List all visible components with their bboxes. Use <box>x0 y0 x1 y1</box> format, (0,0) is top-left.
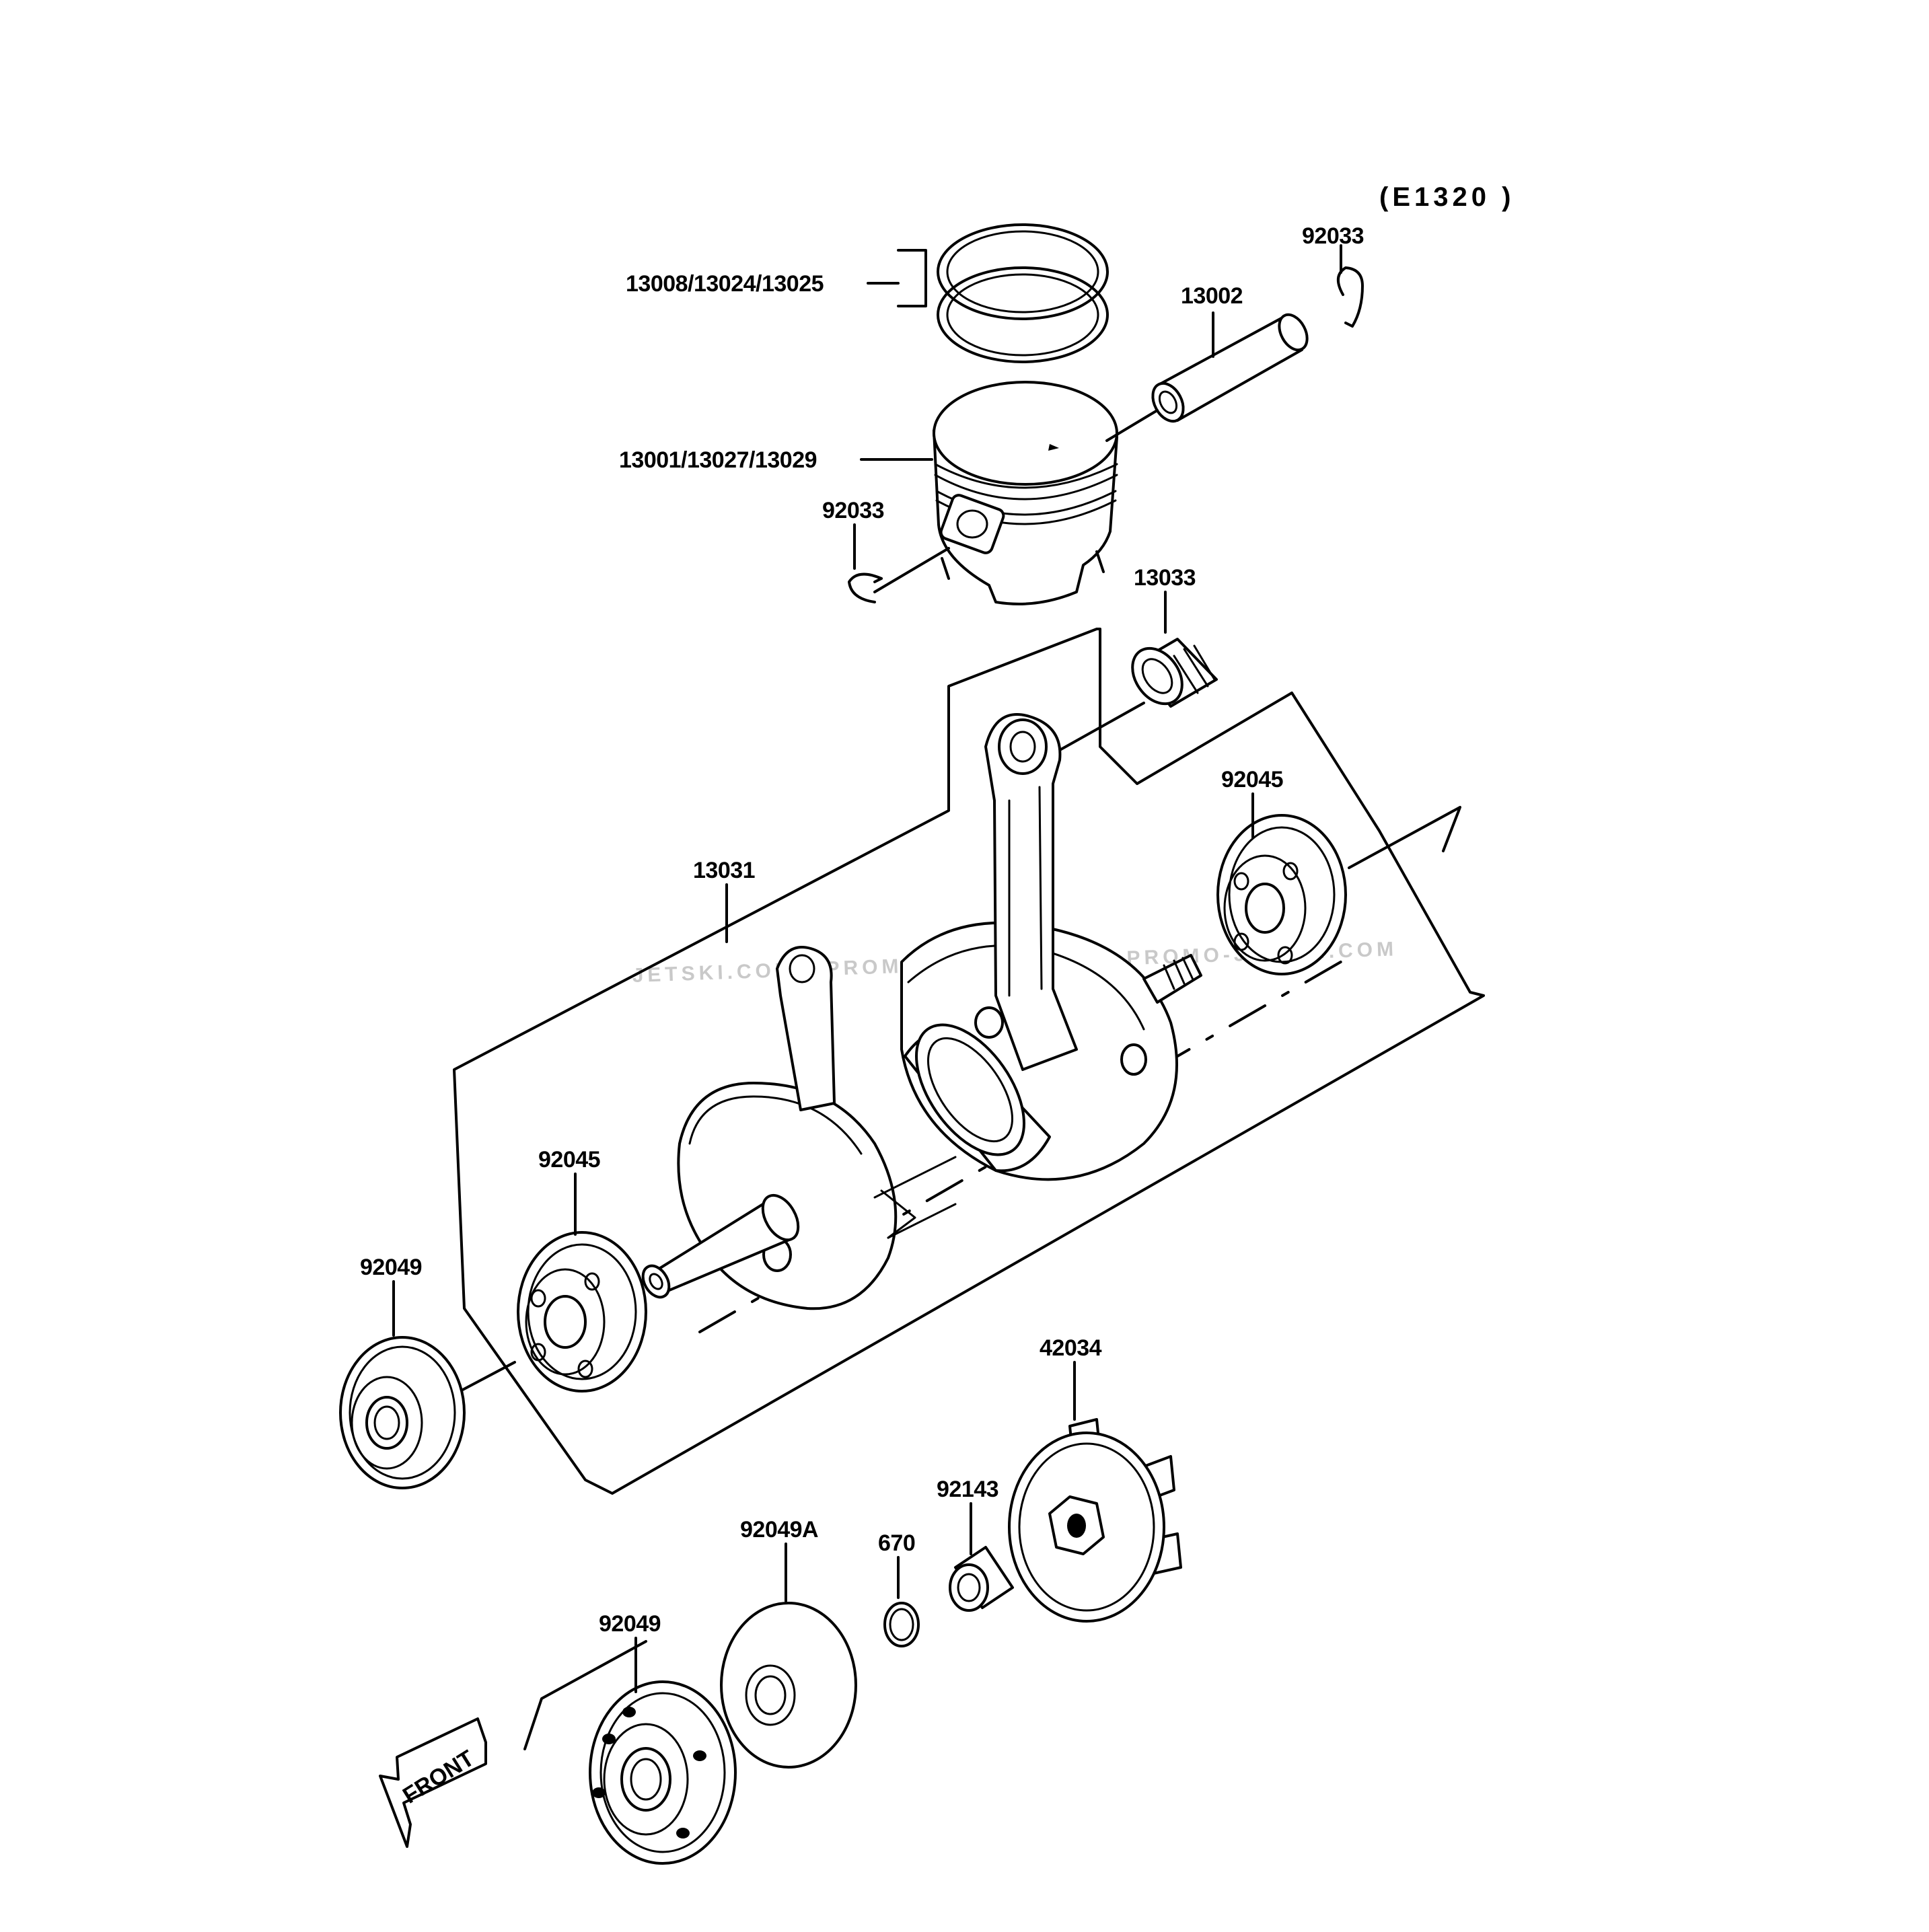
piston[interactable] <box>933 381 1118 605</box>
label-piston: 13001/13027/13029 <box>619 447 817 473</box>
crankshaft-group-bracket <box>453 628 1485 1495</box>
piston-rings[interactable] <box>937 223 1109 363</box>
o-ring[interactable] <box>883 1602 920 1647</box>
piston-pin[interactable] <box>1147 310 1313 426</box>
oil-seal-a[interactable] <box>720 1602 857 1769</box>
label-oil-seal-lower: 92049 <box>599 1611 661 1637</box>
leader-needle-bearing <box>1058 591 1167 751</box>
leader-circlip-left <box>853 523 950 593</box>
connecting-rod-left[interactable] <box>776 946 836 1111</box>
needle-bearing[interactable] <box>1122 638 1218 713</box>
label-circlip-left: 92033 <box>822 498 884 523</box>
ball-bearing-left[interactable] <box>517 1231 647 1392</box>
axis-mark-right <box>1348 806 1461 869</box>
label-piston-rings: 13008/13024/13025 <box>626 271 824 297</box>
label-collar: 92143 <box>937 1477 998 1502</box>
label-piston-pin: 13002 <box>1181 283 1243 309</box>
leader-ball-bearing-left <box>456 1173 577 1394</box>
label-ball-bearing-left: 92045 <box>538 1147 600 1173</box>
label-oil-seal-left: 92049 <box>360 1255 422 1280</box>
circlip-right[interactable] <box>1337 266 1364 328</box>
label-crankshaft: 13031 <box>693 858 755 883</box>
oil-seal-lower[interactable] <box>589 1680 737 1865</box>
ball-bearing-right[interactable] <box>1216 814 1347 975</box>
circlip-left[interactable] <box>848 572 883 603</box>
label-oil-seal-a: 92049A <box>740 1517 818 1543</box>
coupling[interactable] <box>1008 1418 1182 1623</box>
front-direction-arrow: FRONT <box>379 1717 487 1848</box>
label-ball-bearing-right: 92045 <box>1221 767 1283 792</box>
label-needle-bearing: 13033 <box>1134 565 1196 591</box>
leader-piston-rings <box>867 249 927 307</box>
oil-seal-left[interactable] <box>339 1336 466 1489</box>
leader-piston-pin <box>1105 311 1214 442</box>
label-o-ring: 670 <box>878 1530 915 1556</box>
group-code: (E1320 ) <box>1379 182 1515 212</box>
label-coupling: 42034 <box>1040 1335 1102 1361</box>
axis-mark-left <box>523 1640 647 1750</box>
collar[interactable] <box>949 1546 1014 1612</box>
label-circlip-right: 92033 <box>1302 223 1364 249</box>
connecting-rod[interactable] <box>984 713 1078 1071</box>
